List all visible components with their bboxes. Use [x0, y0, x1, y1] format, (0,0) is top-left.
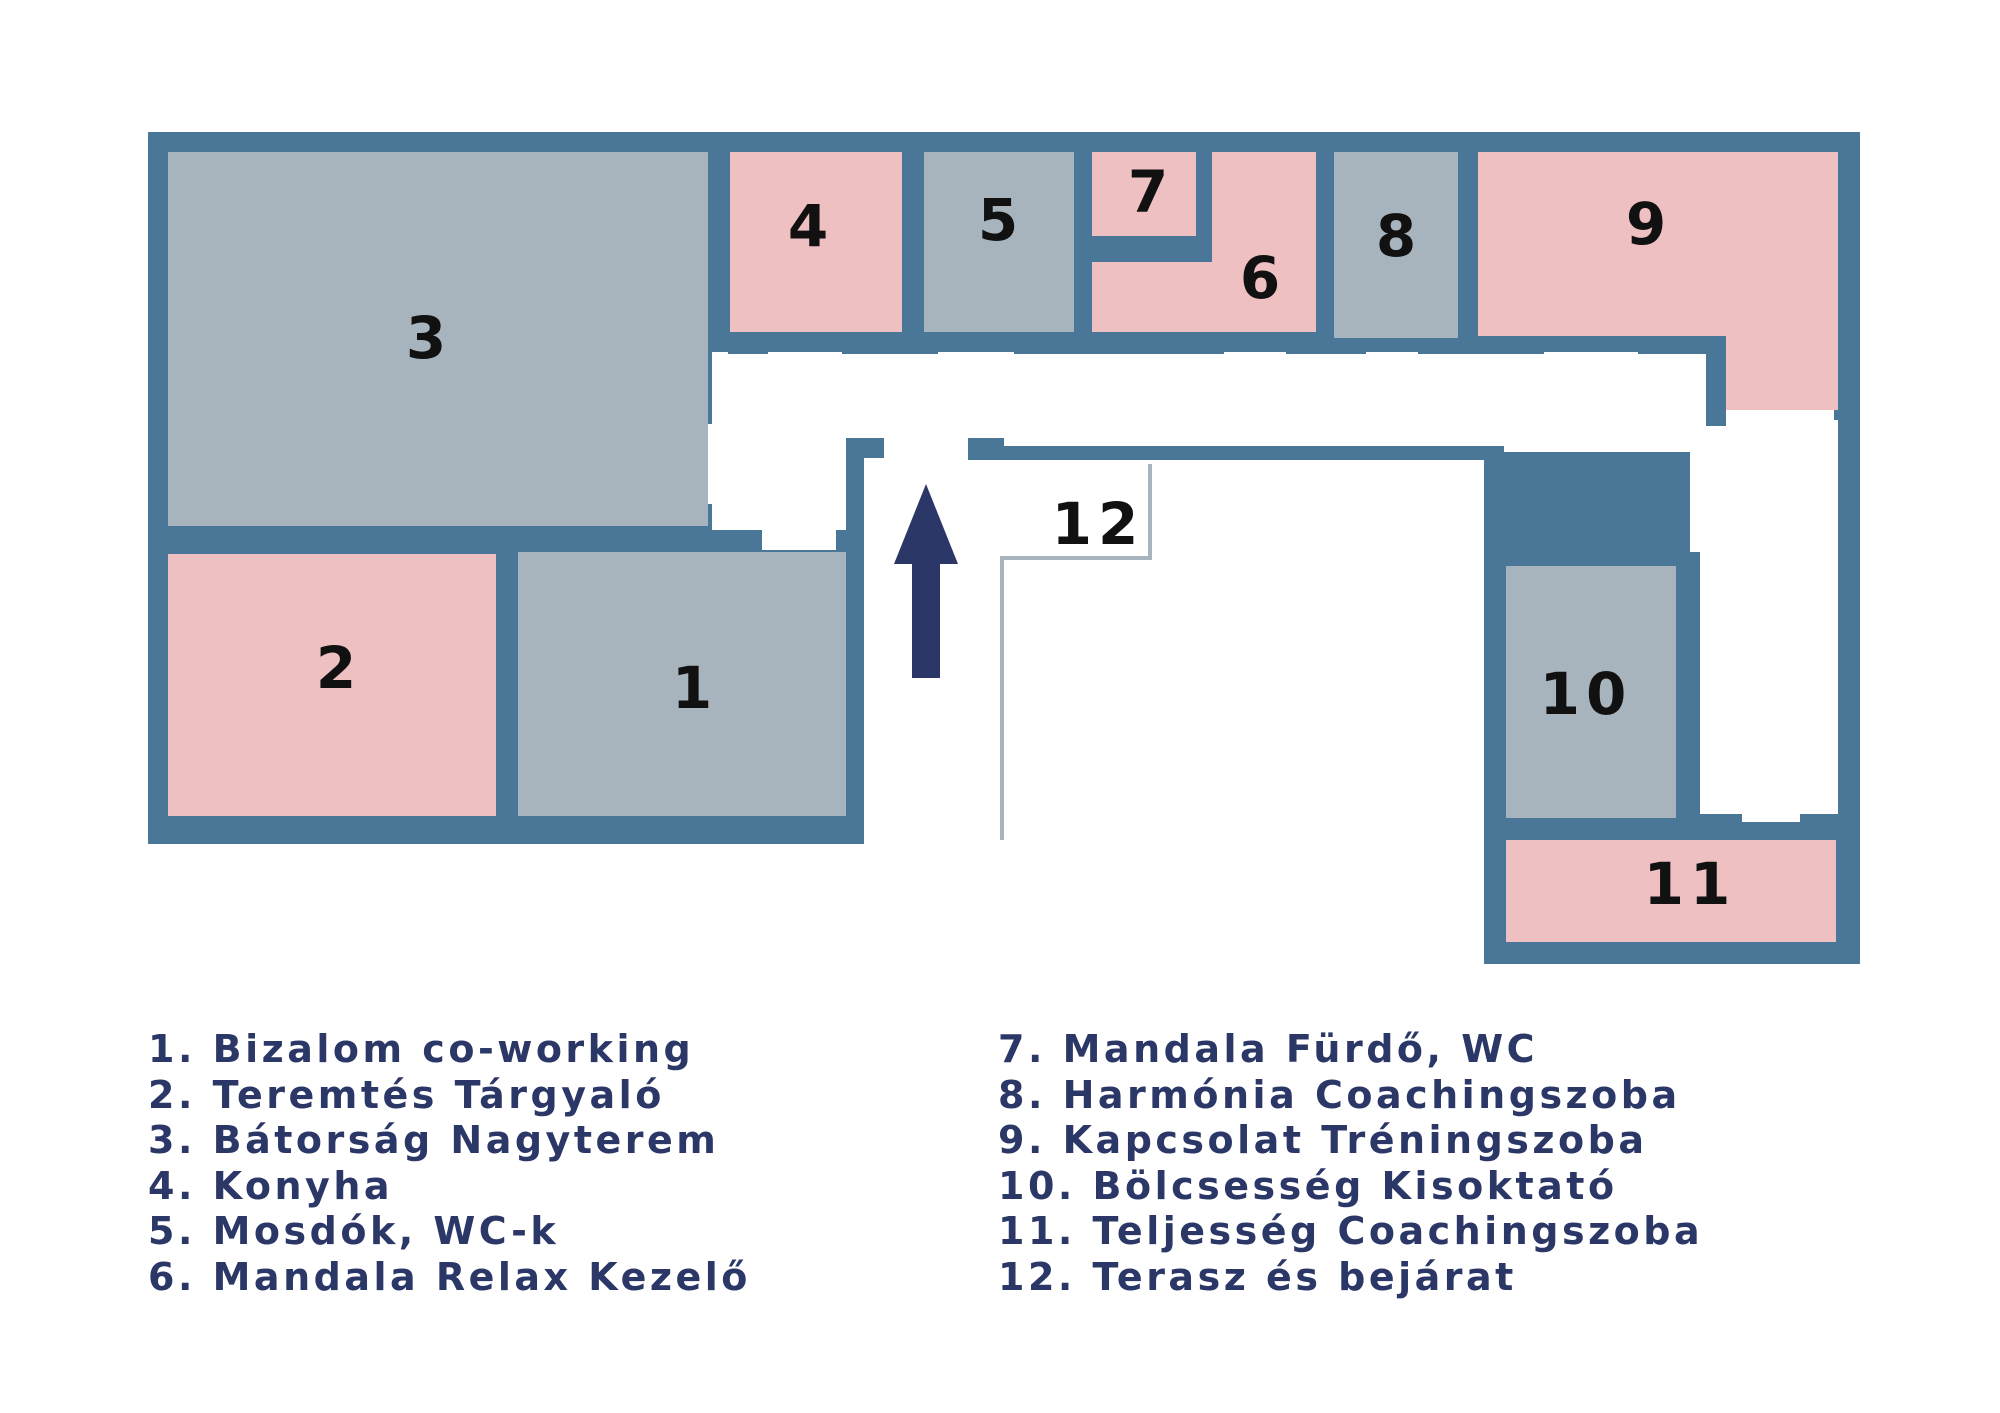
floor-plan: 3 4 5 7 6 8 9 2 1 12 10 11	[148, 132, 1860, 982]
room-5[interactable]	[924, 152, 1074, 332]
room-labels: 3 4 5 7 6 8 9 2 1 12 10 11	[316, 158, 1737, 918]
wall-corridor-top-e	[1418, 334, 1544, 354]
room-number-5: 5	[978, 186, 1018, 254]
door-room3-east	[708, 424, 728, 504]
room-number-4: 4	[788, 192, 828, 260]
legend-item-7: 7. Mandala Fürdő, WC	[998, 1027, 1538, 1071]
wall-corridor-top-a	[728, 334, 768, 354]
legend-item-9: 9. Kapcsolat Tréningszoba	[998, 1118, 1648, 1162]
wall-room1-west	[496, 552, 518, 662]
room-7[interactable]	[1092, 152, 1196, 236]
legend-item-10: 10. Bölcsesség Kisoktató	[998, 1163, 1618, 1208]
legend-item-11: 11. Teljesség Coachingszoba	[998, 1209, 1704, 1253]
room-8[interactable]	[1334, 152, 1458, 338]
room-number-12: 12	[1052, 490, 1145, 558]
room-11[interactable]	[1506, 840, 1836, 942]
room-number-7: 7	[1128, 158, 1168, 226]
legend-item-1: 1. Bizalom co-working	[148, 1027, 695, 1071]
wall-east-room10-side	[1682, 552, 1700, 834]
room-number-1: 1	[672, 654, 712, 722]
room-3[interactable]	[168, 152, 708, 526]
corridors	[712, 352, 1846, 982]
wall-east-outer	[1838, 410, 1860, 964]
door-room2-room1	[496, 662, 518, 734]
rooms	[168, 152, 1838, 942]
room-number-9: 9	[1626, 190, 1666, 258]
legend-item-4: 4. Konyha	[148, 1163, 394, 1208]
wall-inner-west	[846, 438, 864, 844]
room-number-8: 8	[1376, 202, 1416, 270]
legend-right: 7. Mandala Fürdő, WC 8. Harmónia Coachin…	[998, 1027, 1703, 1300]
room-1[interactable]	[518, 552, 846, 816]
wall-corridor-top-b	[842, 334, 938, 354]
wall-corridor-top-g	[1706, 334, 1726, 426]
wall-room11-top-a	[1700, 814, 1742, 838]
legend-item-12: 12. Terasz és bejárat	[998, 1254, 1517, 1299]
wall-corridor-top-d	[1286, 334, 1366, 354]
door-openings	[496, 424, 728, 816]
room-number-3: 3	[406, 304, 446, 372]
room-4[interactable]	[730, 152, 902, 332]
room-number-11: 11	[1644, 850, 1737, 918]
legend-item-2: 2. Teremtés Tárgyaló	[148, 1072, 665, 1117]
room-6[interactable]	[1092, 152, 1316, 332]
wall-segments	[702, 334, 1860, 964]
room-number-6: 6	[1240, 244, 1280, 312]
corridor-west-link	[712, 352, 860, 550]
wall-corridor-top-f	[1638, 334, 1728, 354]
room-number-10: 10	[1540, 660, 1633, 728]
legend-item-8: 8. Harmónia Coachingszoba	[998, 1072, 1681, 1117]
wall-corridor-top-c	[1014, 334, 1224, 354]
legend-item-3: 3. Bátorság Nagyterem	[148, 1118, 720, 1162]
terrace-outline	[1000, 464, 1152, 840]
wall-east-room10-top-a	[1484, 552, 1560, 568]
wall-inner-north	[968, 446, 1492, 460]
legend-left: 1. Bizalom co-working 2. Teremtés Tárgya…	[148, 1027, 751, 1300]
wall-room1-top	[702, 530, 762, 550]
room-number-2: 2	[316, 634, 356, 702]
wall-room1-top-b	[836, 530, 864, 550]
room-10[interactable]	[1506, 566, 1676, 818]
legend-item-6: 6. Mandala Relax Kezelő	[148, 1254, 751, 1299]
wall-room1-west-b	[496, 734, 518, 816]
corridor-gap-east	[1690, 420, 1846, 820]
room-2[interactable]	[168, 554, 496, 816]
room-9[interactable]	[1478, 152, 1838, 410]
wall-inner-east	[1484, 446, 1504, 964]
up-arrow-icon	[894, 484, 958, 678]
corridor-north	[728, 352, 1708, 452]
corridor-entrance	[864, 452, 1484, 982]
wall-room11-top-b	[1800, 814, 1860, 838]
wall-inner-stub-b	[968, 438, 1004, 458]
legend-item-5: 5. Mosdók, WC-k	[148, 1209, 560, 1253]
